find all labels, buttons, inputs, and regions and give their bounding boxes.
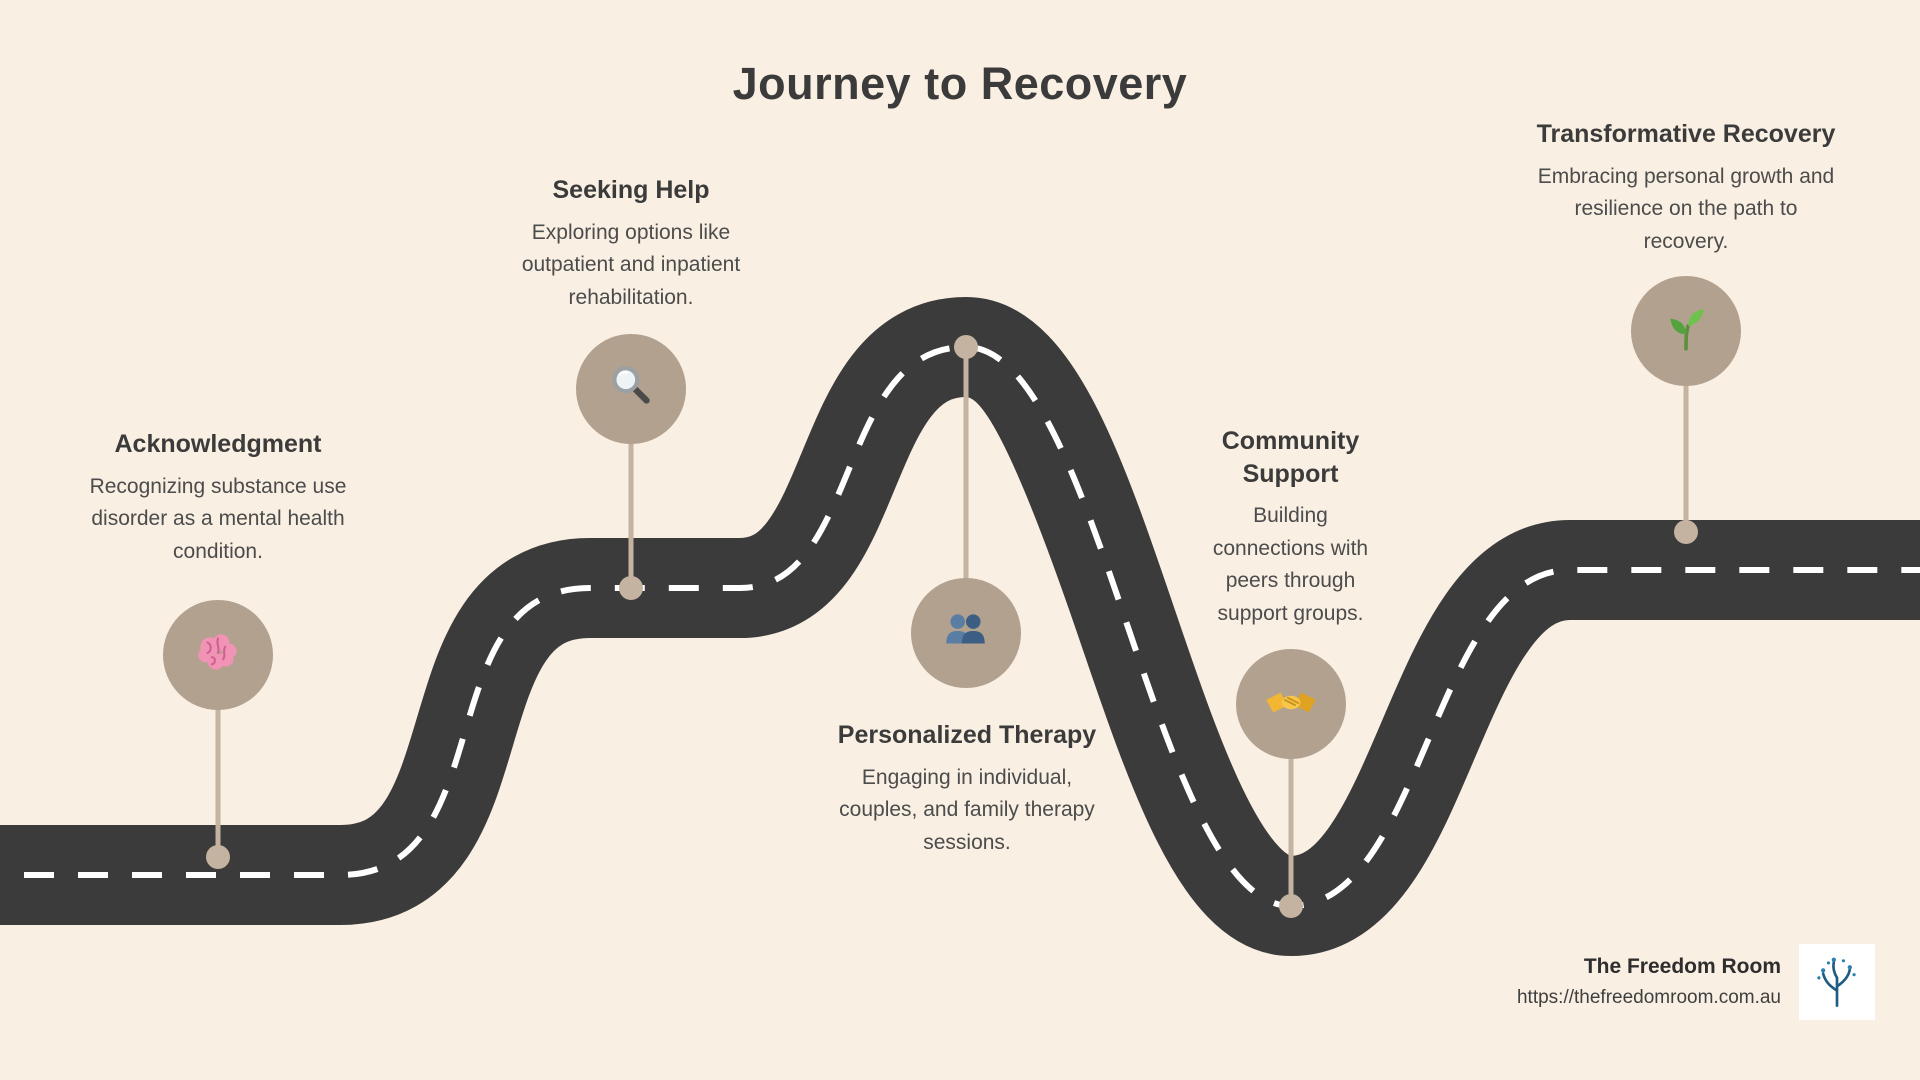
milestone-description: Embracing personal growth and resilience… bbox=[1537, 164, 1835, 253]
milestone-personalized-therapy: Personalized Therapy Engaging in individ… bbox=[807, 719, 1127, 859]
milestone-title: Personalized Therapy bbox=[837, 721, 1097, 749]
milestone-title: Transformative Recovery bbox=[1536, 120, 1836, 148]
footer: The Freedom Room https://thefreedomroom.… bbox=[1517, 944, 1875, 1020]
footer-text: The Freedom Room https://thefreedomroom.… bbox=[1517, 955, 1781, 1009]
milestone-dot bbox=[954, 335, 978, 359]
milestone-dot bbox=[1674, 520, 1698, 544]
handshake-icon bbox=[1264, 675, 1318, 734]
milestone-title: Seeking Help bbox=[552, 176, 710, 204]
milestone-description: Building connections with peers through … bbox=[1212, 504, 1369, 625]
milestone-seeking-help: Seeking Help Exploring options like outp… bbox=[481, 174, 781, 314]
milestone-icon-circle-community-support bbox=[1236, 649, 1346, 759]
magnifying-glass-icon bbox=[604, 360, 658, 419]
milestone-icon-circle-seeking-help bbox=[576, 334, 686, 444]
milestone-dot bbox=[619, 576, 643, 600]
brand-name: The Freedom Room bbox=[1583, 955, 1781, 978]
milestone-title: Acknowledgment bbox=[114, 430, 322, 458]
tree-logo-icon bbox=[1805, 948, 1869, 1017]
milestone-title: Community Support bbox=[1221, 427, 1360, 488]
milestone-acknowledgment: Acknowledgment Recognizing substance use… bbox=[68, 428, 368, 568]
milestone-description: Recognizing substance use disorder as a … bbox=[89, 474, 347, 563]
milestone-dot bbox=[1279, 894, 1303, 918]
page-title: Journey to Recovery bbox=[732, 58, 1188, 109]
brain-icon bbox=[191, 626, 245, 685]
milestone-icon-circle-acknowledgment bbox=[163, 600, 273, 710]
milestone-dot bbox=[206, 845, 230, 869]
milestone-icon-circle-personalized-therapy bbox=[911, 578, 1021, 688]
seedling-icon bbox=[1659, 302, 1713, 361]
milestone-description: Engaging in individual, couples, and fam… bbox=[839, 765, 1095, 854]
milestone-description: Exploring options like outpatient and in… bbox=[521, 220, 741, 309]
milestone-dots bbox=[206, 335, 1698, 918]
milestone-icon-circle-transformative-recovery bbox=[1631, 276, 1741, 386]
website-url[interactable]: https://thefreedomroom.com.au bbox=[1516, 987, 1781, 1008]
milestone-community-support: Community Support Building connections w… bbox=[1183, 425, 1398, 630]
milestone-transformative-recovery: Transformative Recovery Embracing person… bbox=[1526, 118, 1846, 258]
people-icon bbox=[939, 604, 993, 663]
road-center-dashes bbox=[0, 343, 1920, 910]
brand-logo bbox=[1799, 944, 1875, 1020]
